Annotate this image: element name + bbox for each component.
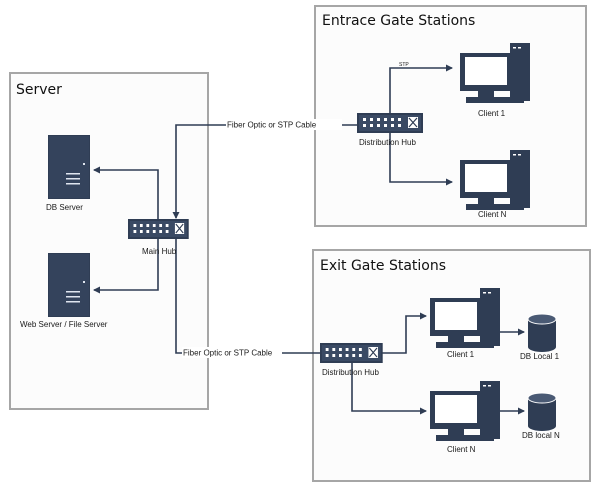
web-server-label: Web Server / File Server	[20, 320, 108, 329]
database-cylinder-icon	[527, 392, 557, 432]
network-hub-icon	[319, 342, 384, 364]
database-cylinder-icon	[527, 313, 557, 353]
main-hub-label: Main Hub	[142, 247, 177, 256]
network-hub-icon	[127, 218, 190, 240]
main-hub-to-db-server-link	[93, 166, 159, 225]
upper-cable-label: Fiber Optic or STP Cable	[227, 121, 317, 130]
server-group-title: Server	[16, 82, 62, 98]
network-hub-icon	[356, 112, 424, 134]
exit-group-title: Exit Gate Stations	[320, 258, 446, 274]
exit-client-1-label: Client 1	[447, 350, 475, 359]
exit-hub-label: Distribution Hub	[322, 368, 379, 377]
server-group-box	[9, 72, 209, 410]
stp-label: STP	[399, 62, 409, 68]
server-tower-icon	[48, 253, 90, 317]
entrance-hub-to-client-1-link	[389, 64, 453, 114]
exit-group-box	[312, 249, 591, 482]
exit-client-n-label: Client N	[447, 445, 476, 454]
lower-cable-label: Fiber Optic or STP Cable	[183, 349, 273, 358]
entrance-client-1-label: Client 1	[478, 109, 506, 118]
entrance-hub-to-client-n-link	[389, 132, 453, 186]
main-hub-to-web-server-link	[93, 235, 159, 294]
db-local-1-label: DB Local 1	[520, 352, 560, 361]
entrance-hub-label: Distribution Hub	[359, 138, 416, 147]
server-tower-icon	[48, 135, 90, 199]
db-local-n-label: DB local N	[522, 431, 560, 440]
entrance-group-title: Entrace Gate Stations	[322, 13, 475, 29]
exit-hub-to-client-n-link	[351, 362, 427, 415]
db-server-label: DB Server	[46, 203, 83, 212]
exit-hub-to-client-1-link	[382, 312, 427, 354]
entrance-group-box	[314, 5, 587, 227]
entrance-client-n-label: Client N	[478, 210, 507, 219]
